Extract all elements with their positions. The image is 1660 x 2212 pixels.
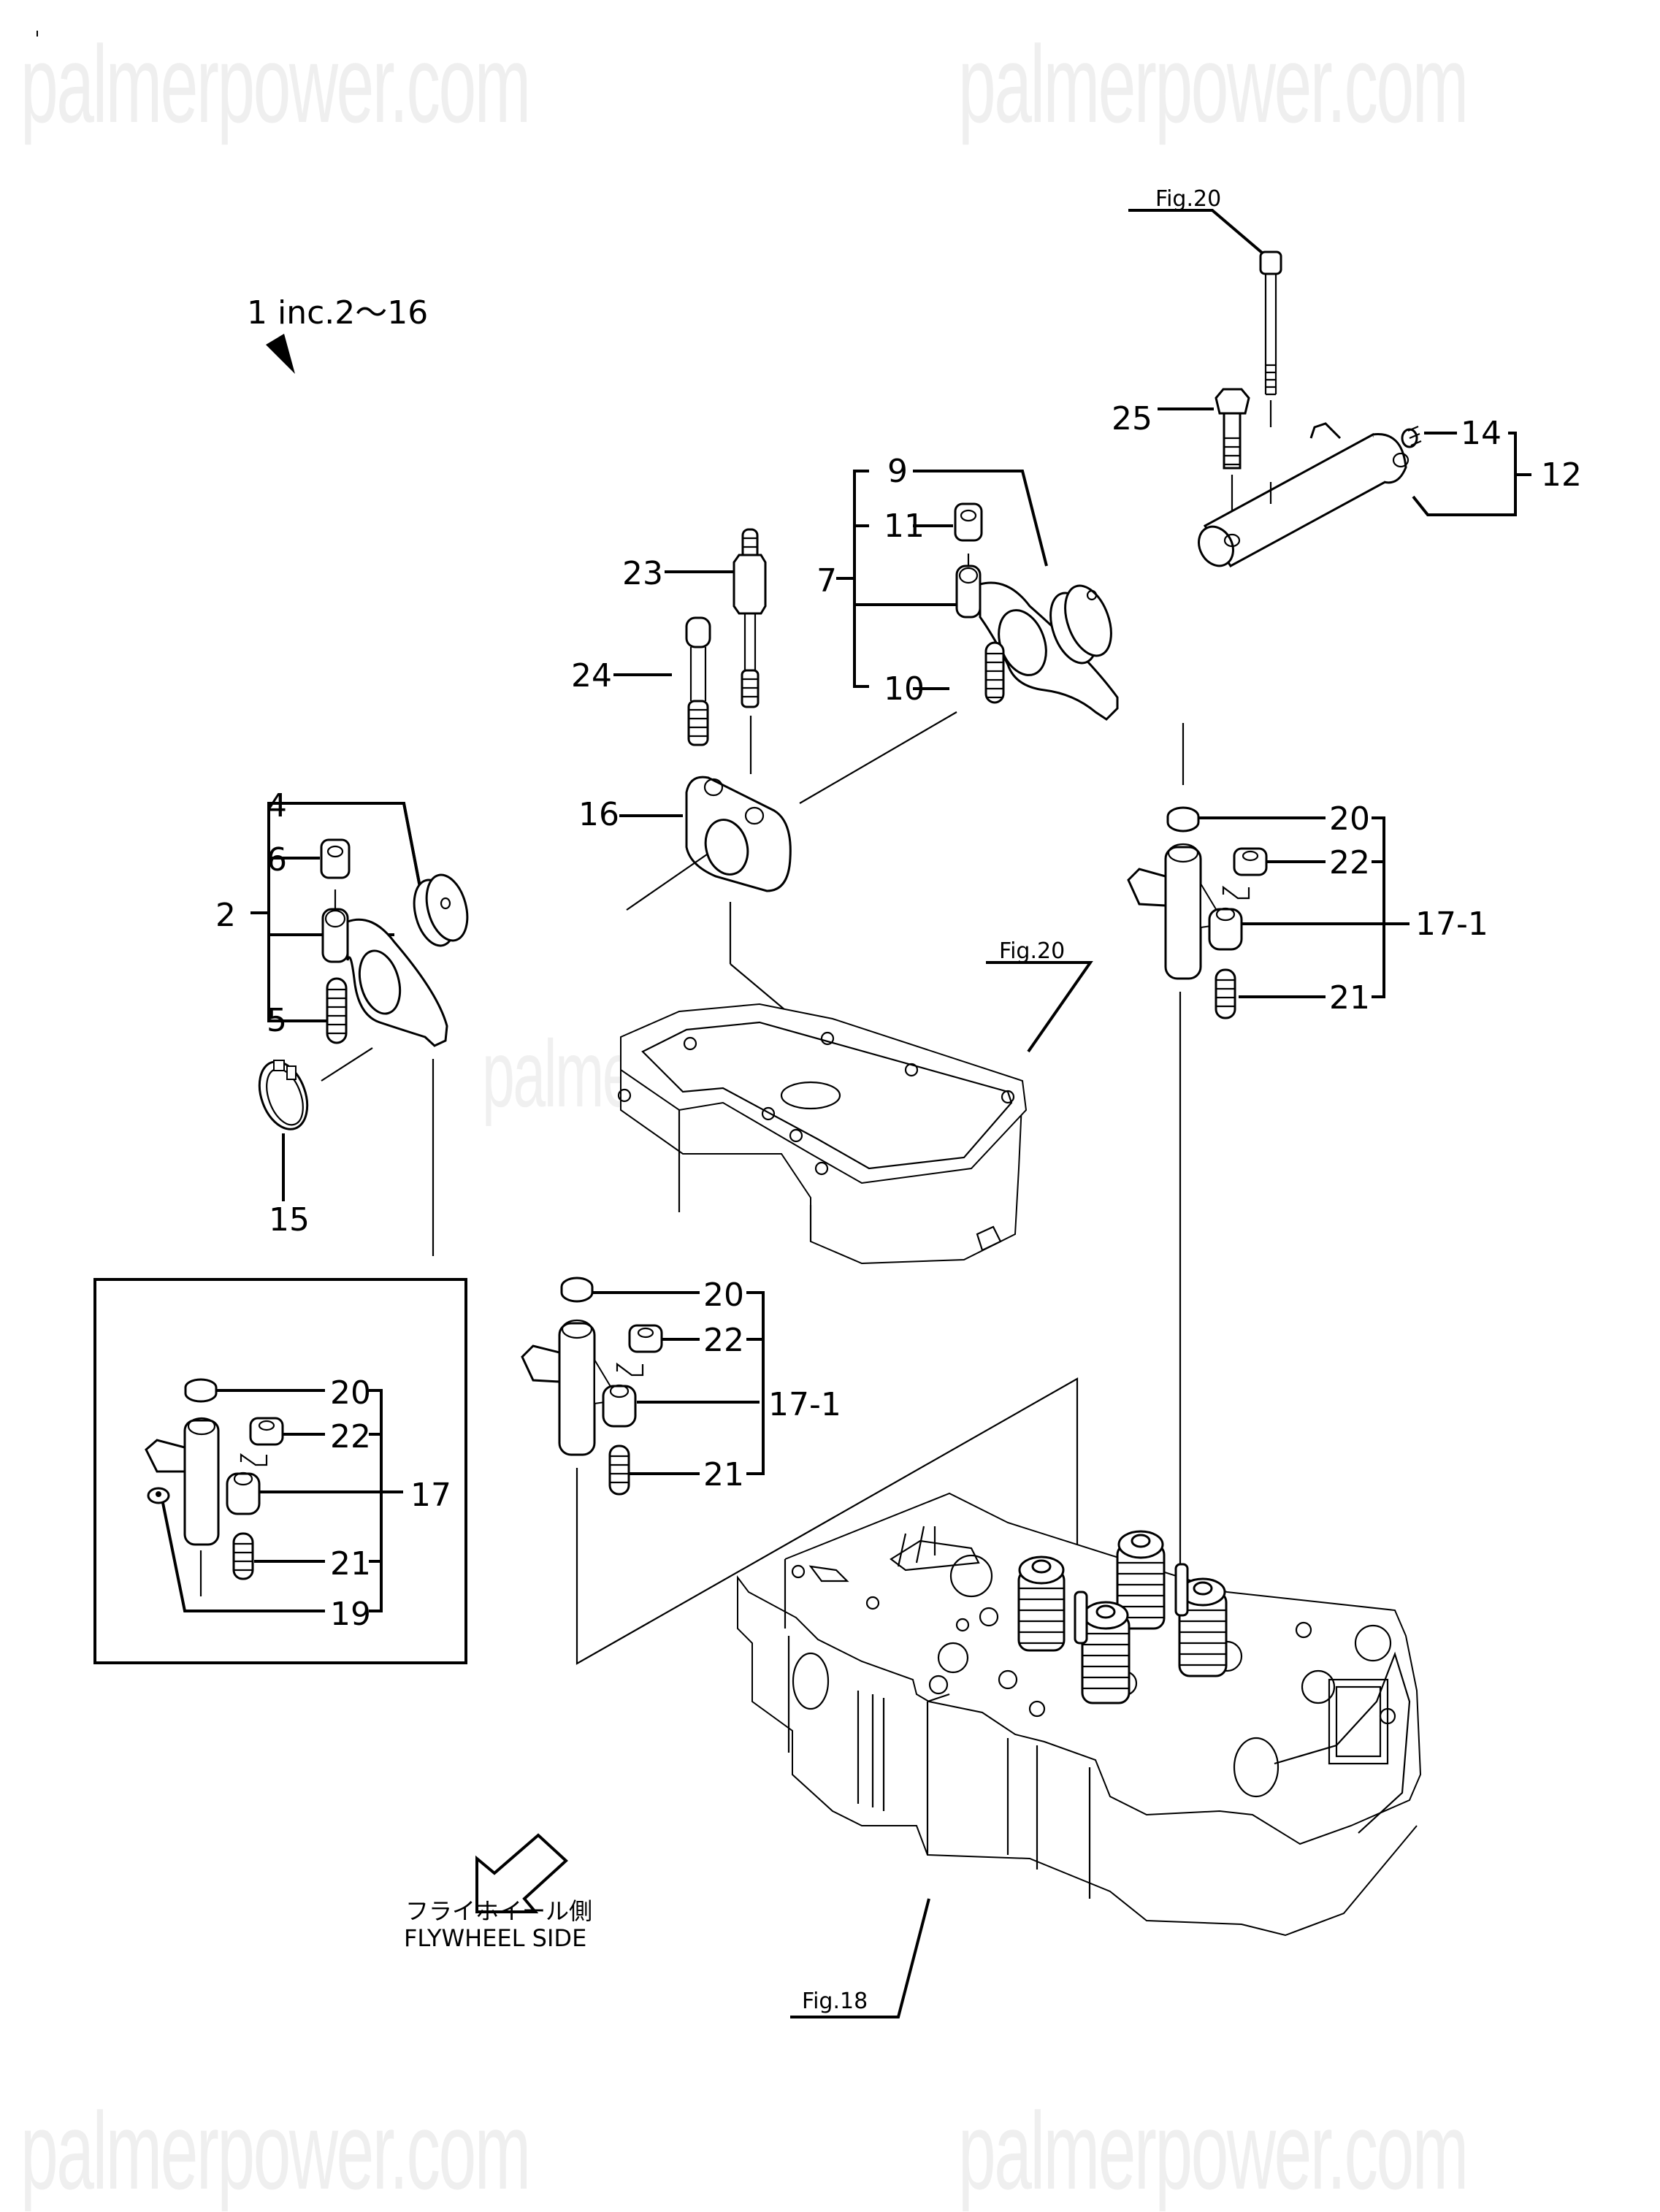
svg-text:19: 19 <box>330 1596 371 1633</box>
callout-24: 24 <box>571 657 672 694</box>
svg-text:24: 24 <box>571 657 612 694</box>
valve-spring-back <box>1116 1530 1166 1630</box>
callout-16: 16 <box>578 796 683 833</box>
fig18-head-leader <box>790 1898 930 2018</box>
svg-text:22: 22 <box>703 1322 744 1359</box>
fig20-cover-label[interactable]: Fig.20 <box>999 938 1065 964</box>
flywheel-side-english-label: FLYWHEEL SIDE <box>404 1924 586 1952</box>
svg-text:12: 12 <box>1541 456 1582 494</box>
svg-text:20: 20 <box>703 1277 744 1314</box>
fig18-head-ref[interactable]: Fig.18 <box>790 1898 930 2018</box>
nut-22-right <box>1233 847 1268 876</box>
svg-text:2: 2 <box>215 897 236 934</box>
valve-spring-right <box>1178 1577 1228 1677</box>
callout-group-17-1-right: 20 22 17-1 21 <box>1199 800 1488 1017</box>
flywheel-direction-arrow-icon <box>475 1833 568 1913</box>
svg-text:20: 20 <box>1329 800 1370 838</box>
valve-spring-left <box>1017 1555 1066 1652</box>
callout-group-17-1-mid: 20 22 17-1 21 <box>593 1277 841 1493</box>
svg-text:25: 25 <box>1112 400 1152 437</box>
adjusting-screw-21-right <box>1215 968 1236 1019</box>
watermark-bottom-right: palmerpower.com <box>958 2089 1469 2212</box>
svg-text:23: 23 <box>622 555 663 592</box>
valve-bridge-17-inset <box>145 1417 268 1596</box>
svg-text:17: 17 <box>410 1477 451 1514</box>
svg-text:16: 16 <box>578 796 619 833</box>
svg-text:21: 21 <box>330 1545 371 1583</box>
svg-text:21: 21 <box>1329 979 1370 1017</box>
fig20-pushrod-leader <box>1128 209 1263 254</box>
valve-spring-front <box>1081 1601 1131 1704</box>
adjusting-screw-21-inset <box>232 1532 254 1580</box>
plug-14 <box>1401 425 1422 448</box>
adjusting-screw-21-mid <box>608 1444 630 1496</box>
valve-cover <box>617 1003 1028 1265</box>
cap-20-inset <box>184 1378 218 1403</box>
rocker-7-shaft-axis <box>799 711 957 804</box>
valve-guide-pins <box>1074 1563 1189 1645</box>
washer-19-inset <box>147 1487 170 1504</box>
adjusting-screw-10 <box>984 641 1005 704</box>
callout-25: 25 <box>1112 400 1214 437</box>
valve-bridge-17-1-mid <box>521 1319 644 1456</box>
inset-box <box>93 1278 467 1664</box>
svg-text:22: 22 <box>330 1418 371 1455</box>
stud-23 <box>733 528 767 774</box>
flywheel-side-japanese-label: フライホイール側 <box>405 1897 592 1925</box>
svg-text:14: 14 <box>1461 415 1502 452</box>
fig18-head-label[interactable]: Fig.18 <box>802 1989 868 2014</box>
nut-22-mid <box>628 1324 663 1353</box>
assembly-pointer-arrow-icon <box>266 334 295 374</box>
callout-4-leader <box>310 802 424 899</box>
watermark-top-right: palmerpower.com <box>958 23 1469 145</box>
fig20-cover-ref[interactable]: Fig.20 <box>986 938 1093 1053</box>
callout-12: 12 <box>1412 432 1582 516</box>
rocker-2-axis <box>321 1047 373 1082</box>
fig20-cover-leader <box>986 961 1093 1053</box>
assembly-note-label: 1 inc.2〜16 <box>247 294 428 332</box>
svg-text:15: 15 <box>269 1201 310 1239</box>
svg-text:4: 4 <box>267 787 287 824</box>
svg-text:5: 5 <box>267 1002 287 1039</box>
rocker-arm-2 <box>321 908 448 1047</box>
callout-group-7: 7 9 11 10 <box>816 453 1048 708</box>
svg-text:22: 22 <box>1329 844 1370 881</box>
valve-bridge-17-1-right <box>1127 843 1250 980</box>
nut-11 <box>954 502 983 570</box>
cylinder-head <box>737 1492 1422 1937</box>
svg-text:6: 6 <box>267 841 287 879</box>
rocker-shaft-12 <box>1198 422 1410 567</box>
svg-text:7: 7 <box>816 562 837 600</box>
watermark-bottom-left: palmerpower.com <box>20 2089 531 2212</box>
rocker-support-16 <box>685 776 792 892</box>
cap-20-right <box>1166 806 1200 833</box>
pushrod <box>1259 250 1282 427</box>
adjusting-screw-5 <box>326 977 348 1044</box>
bolt-24 <box>685 616 711 746</box>
svg-text:21: 21 <box>703 1456 744 1493</box>
svg-text:17-1: 17-1 <box>1415 906 1488 943</box>
rocker-arm-7 <box>955 565 1119 721</box>
svg-text:17-1: 17-1 <box>768 1386 841 1423</box>
bushing-4 <box>413 873 469 947</box>
support-16-bushing-axis <box>626 854 708 911</box>
callout-15: 15 <box>269 1133 310 1239</box>
svg-text:20: 20 <box>330 1374 371 1412</box>
nut-22-inset <box>249 1417 284 1446</box>
callout-23: 23 <box>622 555 734 592</box>
nut-6 <box>320 838 351 916</box>
callout-14: 14 <box>1424 415 1502 452</box>
svg-text:9: 9 <box>887 453 908 490</box>
bushing-9 <box>1049 584 1112 665</box>
bolt-25 <box>1215 388 1250 518</box>
circlip-15 <box>258 1060 309 1130</box>
callout-group-17-inset: 20 22 17 21 19 <box>161 1374 451 1633</box>
mid-bridge-axis <box>575 1377 1079 1665</box>
fig20-pushrod-label[interactable]: Fig.20 <box>1155 186 1221 212</box>
corner-mark <box>37 31 38 37</box>
watermark-top-left: palmerpower.com <box>20 23 531 145</box>
cap-20-mid <box>560 1277 594 1303</box>
fig20-pushrod-ref[interactable]: Fig.20 <box>1128 186 1263 254</box>
